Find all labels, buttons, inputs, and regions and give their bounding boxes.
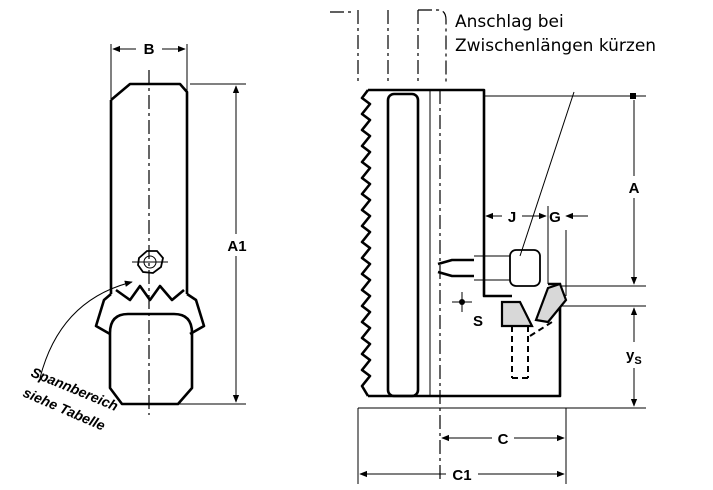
dimension-a1-label: A1	[227, 238, 246, 255]
dimension-c-label: C	[498, 431, 509, 448]
dimension-g-label: G	[549, 209, 561, 226]
dimension-a-label: A	[629, 180, 640, 197]
note-line2: Zwischenlängen kürzen	[455, 36, 656, 56]
side-view: J G A yS S C C1	[330, 9, 650, 484]
dimension-b-label: B	[144, 41, 155, 58]
dimension-s-label: S	[473, 313, 483, 330]
dimension-j-label: J	[508, 209, 516, 226]
dimension-ys-label: yS	[626, 347, 642, 367]
note-line1: Anschlag bei	[455, 12, 564, 32]
dimension-c1-label: C1	[452, 467, 471, 484]
front-view: B A1 Spannbereich siehe Tabelle	[21, 38, 252, 434]
